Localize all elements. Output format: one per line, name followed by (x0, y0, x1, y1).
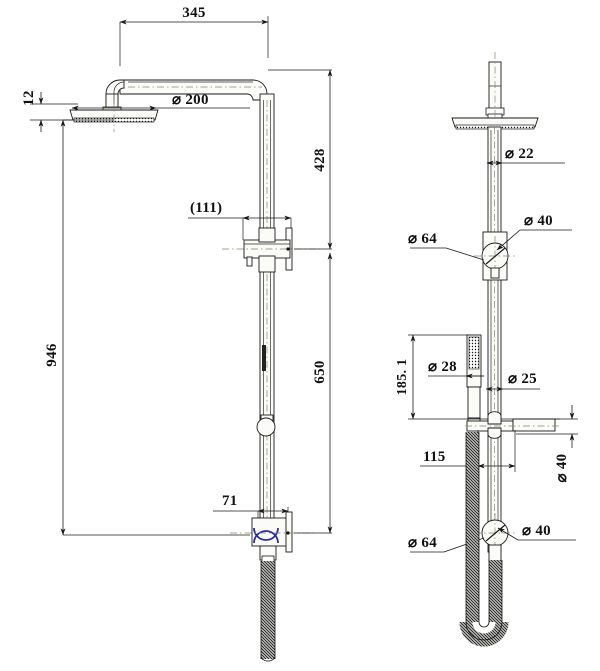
dimension-200-label: ⌀ 200 (172, 92, 209, 108)
dimension-185-label: 185. 1 (395, 359, 410, 396)
side-shower-arm (485, 52, 505, 120)
dimension-345: 345 (119, 5, 269, 66)
rail-slider (256, 345, 276, 437)
handshower-holder (465, 411, 560, 439)
dimension-650-label: 650 (312, 360, 328, 383)
dimension-71-label: 71 (222, 493, 238, 509)
dimension-946: 946 (44, 119, 250, 536)
dimension-12: 12 (21, 90, 78, 132)
dimension-25: ⌀ 25 (485, 371, 540, 392)
dimension-22-label: ⌀ 22 (505, 146, 534, 162)
side-riser-pipe (487, 126, 502, 553)
shower-head (69, 100, 159, 132)
dimension-345-label: 345 (182, 5, 205, 21)
dimension-40-holder-label: ⌀ 40 (554, 454, 570, 483)
dimension-64-bottom-label: ⌀ 64 (408, 535, 437, 551)
dimension-64-top-label: ⌀ 64 (408, 231, 437, 247)
front-elevation-view: 345 12 (21, 5, 333, 662)
side-flexible-hose (459, 432, 509, 647)
riser-pipe (259, 93, 275, 527)
diverter-valve (222, 227, 320, 273)
dimension-115-label: 115 (423, 449, 446, 465)
dimension-12-label: 12 (21, 90, 37, 106)
dimension-22: ⌀ 22 (486, 146, 565, 166)
dimension-40-bottom-label: ⌀ 40 (522, 523, 551, 539)
dimension-428-label: 428 (312, 148, 328, 171)
dimension-40-holder: ⌀ 40 (516, 405, 578, 482)
dimension-428: 428 (268, 69, 333, 250)
dimension-25-label: ⌀ 25 (508, 371, 537, 387)
shower-arm (102, 79, 268, 119)
dimension-28: ⌀ 28 (428, 359, 484, 379)
dimension-111-label: (111) (190, 200, 222, 216)
dimension-111: (111) (188, 200, 292, 240)
dimension-head-diameter: ⌀ 200 (71, 92, 250, 111)
hand-shower (466, 334, 482, 425)
side-elevation-view: ⌀ 22 ⌀ 64 ⌀ 40 (395, 52, 578, 647)
bottom-outlet (230, 511, 316, 563)
flexible-hose (260, 561, 276, 662)
dimension-40-top-label: ⌀ 40 (524, 213, 553, 229)
side-lower-outlet: ⌀ 64 ⌀ 40 (408, 513, 576, 562)
side-diverter-valve: ⌀ 64 ⌀ 40 (408, 213, 572, 281)
dimension-946-label: 946 (44, 343, 60, 367)
dimension-650: 650 (294, 252, 333, 534)
dimension-28-label: ⌀ 28 (428, 359, 457, 375)
